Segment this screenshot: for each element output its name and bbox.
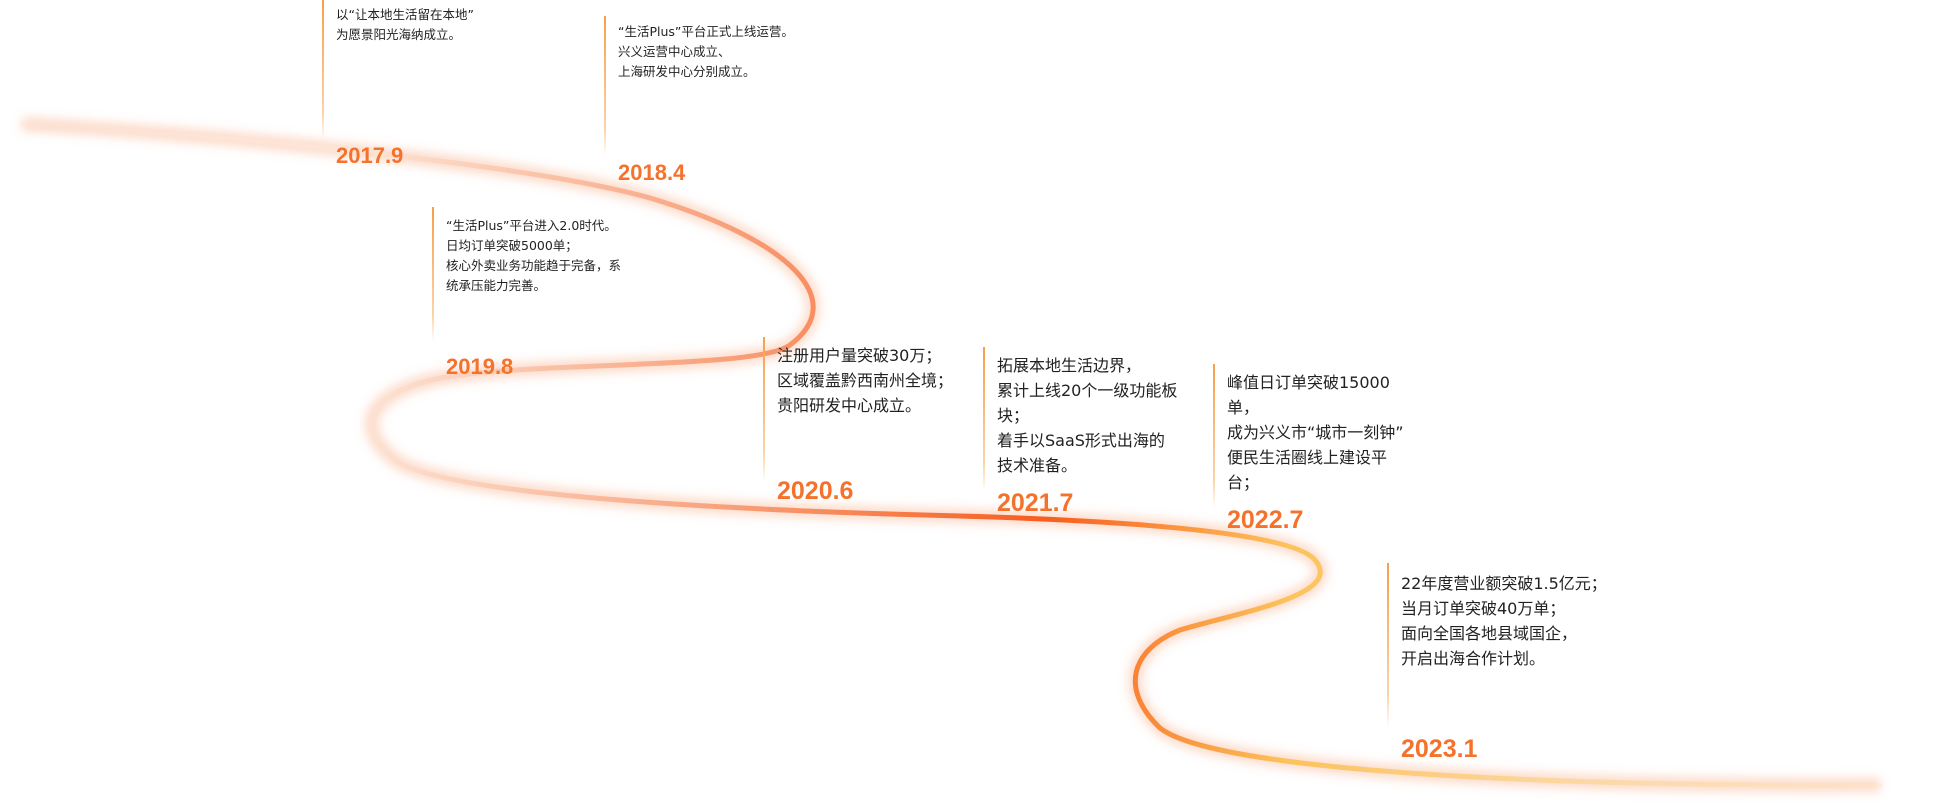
- timeline-curve-glow: [21, 117, 1881, 793]
- milestone-year: 2021.7: [997, 489, 1074, 517]
- milestone-description: “生活Plus”平台进入2.0时代。 日均订单突破5000单； 核心外卖业务功能…: [446, 216, 621, 296]
- milestone-tick: [983, 347, 985, 492]
- description-line: 技术准备。: [997, 456, 1078, 475]
- timeline-curve-line: [19, 121, 1883, 788]
- description-line: 着手以SaaS形式出海的: [997, 431, 1165, 450]
- description-line: 便民生活圈线上建设平: [1227, 448, 1388, 467]
- description-line: 区域覆盖黔西南州全境；: [777, 371, 954, 390]
- description-line: 台；: [1227, 473, 1260, 492]
- description-line: 累计上线20个一级功能板: [997, 381, 1178, 400]
- description-line: 为愿景阳光海纳成立。: [336, 27, 462, 42]
- milestone-year: 2019.8: [446, 354, 514, 379]
- description-line: 贵阳研发中心成立。: [777, 396, 922, 415]
- description-line: 22年度营业额突破1.5亿元；: [1401, 574, 1607, 593]
- description-line: 面向全国各地县域国企，: [1401, 624, 1578, 643]
- description-line: 日均订单突破5000单；: [446, 238, 578, 253]
- milestone-year: 2018.4: [618, 160, 686, 185]
- description-line: “生活Plus”平台进入2.0时代。: [446, 218, 617, 233]
- milestone-year: 2022.7: [1227, 506, 1304, 534]
- description-line: 峰值日订单突破15000: [1227, 373, 1390, 392]
- description-line: 当月订单突破40万单；: [1401, 599, 1566, 618]
- description-line: 以“让本地生活留在本地”: [336, 7, 474, 22]
- description-line: 核心外卖业务功能趋于完备，系: [446, 258, 622, 273]
- milestone-description: 注册用户量突破30万； 区域覆盖黔西南州全境； 贵阳研发中心成立。: [777, 343, 953, 418]
- description-line: “生活Plus”平台正式上线运营。: [618, 24, 794, 39]
- milestone-tick: [604, 16, 606, 156]
- description-line: 成为兴义市“城市一刻钟”: [1227, 423, 1404, 442]
- description-line: 注册用户量突破30万；: [777, 346, 942, 365]
- milestone-year: 2017.9: [336, 143, 404, 168]
- milestone-description: 22年度营业额突破1.5亿元； 当月订单突破40万单； 面向全国各地县域国企， …: [1401, 571, 1607, 671]
- description-line: 兴义运营中心成立、: [618, 44, 731, 59]
- description-line: 单，: [1227, 398, 1260, 417]
- description-line: 上海研发中心分别成立。: [618, 64, 756, 79]
- milestone-tick: [432, 207, 434, 342]
- milestone-year: 2023.1: [1401, 735, 1478, 763]
- description-line: 开启出海合作计划。: [1401, 649, 1546, 668]
- milestone-year: 2020.6: [777, 477, 854, 505]
- milestone-tick: [1213, 364, 1215, 509]
- milestone-description: 峰值日订单突破15000 单， 成为兴义市“城市一刻钟” 便民生活圈线上建设平 …: [1227, 370, 1404, 495]
- milestone-tick: [763, 337, 765, 482]
- milestone-tick: [322, 0, 324, 140]
- milestone-description: 以“让本地生活留在本地” 为愿景阳光海纳成立。: [336, 5, 474, 45]
- milestone-tick: [1387, 563, 1389, 728]
- description-line: 拓展本地生活边界，: [997, 356, 1142, 375]
- description-line: 统承压能力完善。: [446, 278, 547, 293]
- milestone-description: 拓展本地生活边界， 累计上线20个一级功能板 块； 着手以SaaS形式出海的 技…: [997, 353, 1177, 478]
- milestone-description: “生活Plus”平台正式上线运营。 兴义运营中心成立、 上海研发中心分别成立。: [618, 22, 794, 82]
- description-line: 块；: [997, 406, 1030, 425]
